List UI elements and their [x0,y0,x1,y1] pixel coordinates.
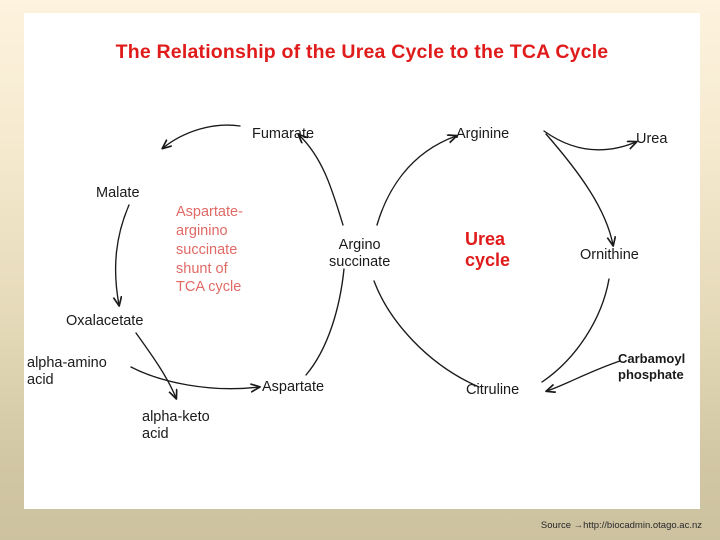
arrow-carbamoyl-phosphate-to-citruline [547,360,621,391]
arrow-oxalacetate-to-alpha-keto-acid [135,332,176,398]
node-label-oxalacetate: Oxalacetate [66,313,144,329]
tca-shunt-annotation: Aspartate- arginino succinate shunt of T… [176,204,243,296]
urea-tca-cycle-diagram [24,124,700,509]
arrow-ornithine-to-citruline [541,278,610,383]
arrow-arginosuccinate-to-fumarate [299,135,344,226]
arrow-citruline-to-arginosuccinate [373,280,480,388]
node-label-alpha-keto-acid: alpha-keto acid [142,409,210,443]
source-footer: Source →http://biocadmin.otago.ac.nz [540,520,702,531]
arrow-malate-to-oxalacetate [116,204,130,305]
node-label-ornithine: Ornithine [580,247,639,263]
page-title: The Relationship of the Urea Cycle to th… [115,41,609,63]
node-label-alpha-amino-acid: alpha-amino acid [27,355,107,389]
node-label-malate: Malate [96,185,140,201]
node-label-fumarate: Fumarate [252,126,315,142]
arrow-arginine-to-ornithine [545,133,613,245]
slide-content-area: The Relationship of the Urea Cycle to th… [24,13,700,509]
node-label-aspartate: Aspartate [262,379,325,395]
arrow-alpha-amino-acid-to-aspartate [130,366,259,389]
arrow-fumarate-to-malate [163,124,241,148]
node-label-carbamoyl-phosphate: Carbamoyl phosphate [618,351,686,382]
node-label-arginosuccinate: Argino succinate [329,237,391,271]
node-label-arginine: Arginine [456,126,510,142]
urea-cycle-annotation: Urea cycle [465,229,511,271]
arrow-aspartate-to-arginosuccinate [305,268,345,376]
arrow-arginosuccinate-to-arginine [376,136,456,226]
arrow-arginine-to-urea [543,130,636,151]
node-label-citruline: Citruline [466,382,520,398]
node-label-urea: Urea [636,131,668,147]
